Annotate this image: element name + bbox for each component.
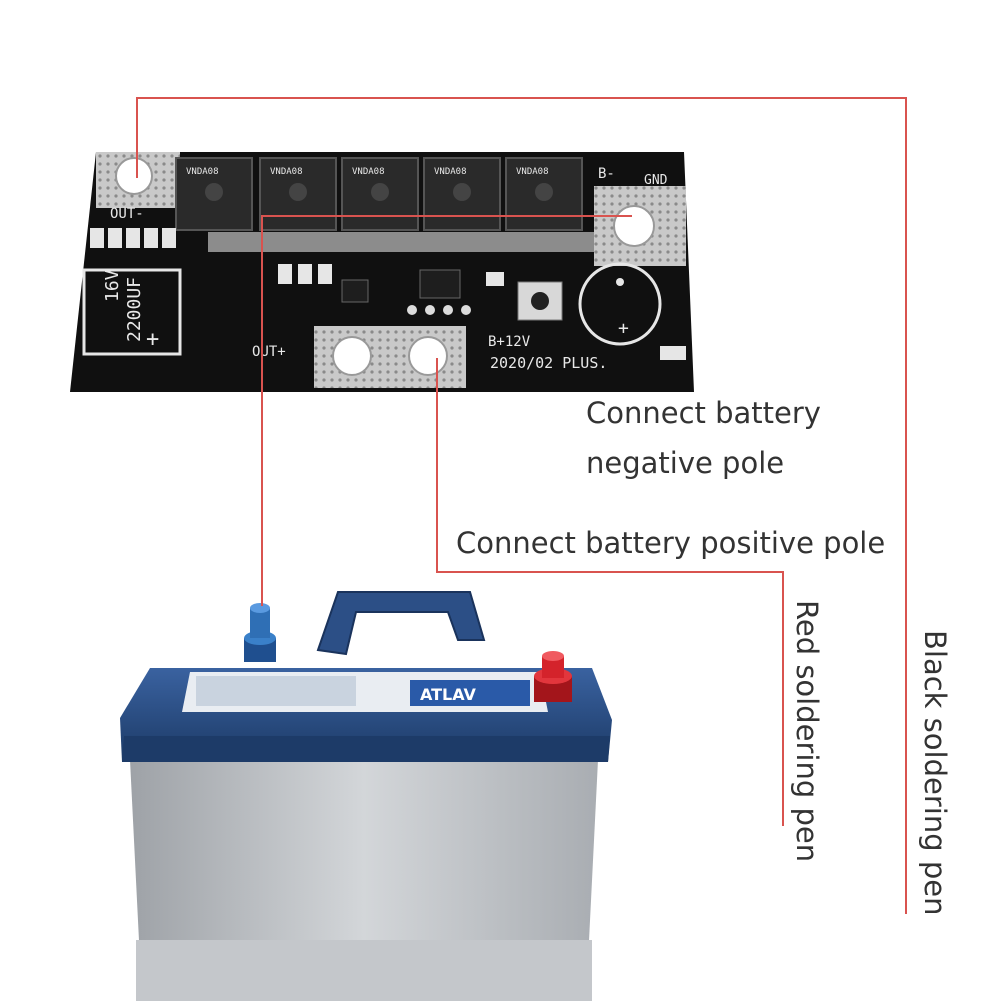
out-minus-label: OUT- — [110, 206, 144, 222]
battery-brand: ATLAV — [420, 685, 477, 704]
mosfet-chip-2: VNDA08 — [259, 157, 337, 231]
negative-pole-label-line1: Connect battery — [586, 396, 821, 430]
smd-right — [660, 346, 686, 360]
negative-pole-wire — [261, 215, 632, 606]
out-plus-label: OUT+ — [252, 344, 286, 360]
chip-label-3: VNDA08 — [352, 167, 385, 177]
battery-brand-panel — [410, 680, 530, 706]
battery-sticker-panel — [196, 676, 356, 706]
out-minus-hole — [115, 157, 153, 195]
chip-label-4: VNDA08 — [434, 167, 467, 177]
mosfet-chip-1: VNDA08 — [175, 157, 253, 231]
trigger-button — [517, 281, 563, 321]
solder-points — [407, 305, 471, 315]
gnd-label: GND — [644, 173, 668, 188]
bus-bar — [208, 232, 594, 252]
gnd-hole — [613, 205, 655, 247]
red-pen-wire — [436, 358, 784, 826]
negative-terminal — [244, 603, 276, 662]
capacitor-plus-mark: + — [618, 318, 629, 339]
battery-lid-rim — [122, 736, 610, 762]
chip-label-5: VNDA08 — [516, 167, 549, 177]
cap-plus: + — [146, 327, 159, 352]
wiring-lines — [136, 97, 907, 914]
cap-label-box: 16V 2200UF + — [82, 268, 182, 356]
mosfet-chip-5: VNDA08 — [505, 157, 583, 231]
smd-resistors-left — [90, 228, 176, 248]
capacitor-outline: + — [578, 262, 662, 346]
red-pen-label: Red soldering pen — [790, 600, 824, 863]
battery-handle — [316, 591, 486, 656]
positive-terminal — [534, 651, 572, 702]
b-plus-label: B+12V — [488, 334, 531, 350]
negative-pole-label-line2: negative pole — [586, 446, 785, 480]
smd-components-middle — [278, 264, 504, 303]
out-plus-hole-1 — [332, 336, 372, 376]
mosfet-chip-4: VNDA08 — [423, 157, 501, 231]
version-label: 2020/02 PLUS. — [490, 354, 607, 372]
black-pen-wire — [136, 97, 907, 914]
chip-label-1: VNDA08 — [186, 167, 219, 177]
b-minus-label: B- — [598, 166, 615, 182]
cap-voltage: 16V — [102, 269, 123, 302]
car-battery: ATLAV — [120, 591, 612, 1001]
mosfet-chip-3: VNDA08 — [341, 157, 419, 231]
black-pen-label: Black soldering pen — [918, 630, 952, 916]
battery-case-bottom — [136, 940, 592, 1001]
out-plus-hole-2 — [408, 336, 448, 376]
cap-value: 2200UF — [124, 277, 145, 342]
positive-pole-label: Connect battery positive pole — [456, 526, 886, 560]
chip-label-2: VNDA08 — [270, 167, 303, 177]
spot-welder-pcb: VNDA08 VNDA08 VNDA08 VNDA08 VNDA08 — [70, 152, 694, 392]
